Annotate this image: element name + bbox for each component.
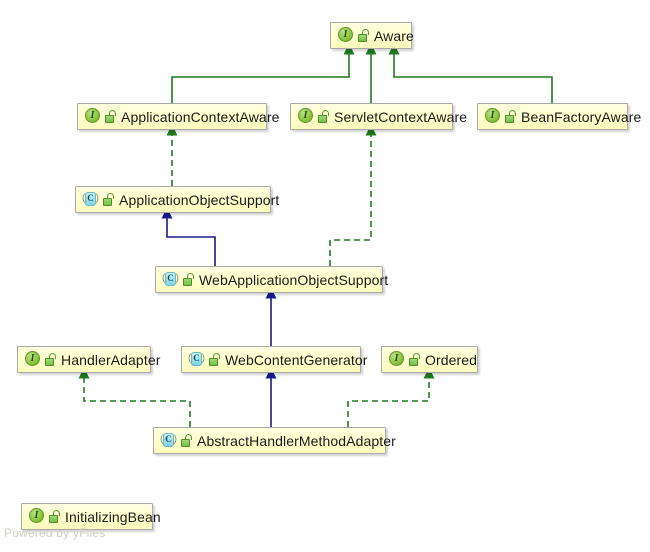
interface-icon: I [298, 108, 315, 125]
lock-shackle [322, 109, 329, 116]
lock-shackle [362, 28, 369, 35]
class-icon-paren-left: ( [188, 352, 192, 364]
lock-body [183, 277, 192, 286]
lock-body [49, 514, 58, 523]
lock-body [181, 438, 190, 447]
edge-extends-beanfactoryaware-to-aware [388, 43, 553, 103]
uml-node-aware[interactable]: I Aware [330, 22, 414, 49]
class-glyph: C [163, 432, 174, 447]
class-icon-paren-left: ( [82, 192, 86, 204]
lock-body [318, 114, 327, 123]
class-glyph-wrap: (C) [188, 351, 205, 366]
uml-node-beanfactoryaware[interactable]: I BeanFactoryAware [477, 103, 641, 130]
interface-icon: I [485, 108, 502, 125]
public-lock-icon [505, 109, 517, 124]
uml-node-ordered[interactable]: I Ordered [381, 346, 478, 373]
uml-node-initializingbean[interactable]: I InitializingBean [21, 503, 161, 530]
uml-node-label: BeanFactoryAware [521, 108, 642, 125]
class-icon: (C) [188, 351, 206, 368]
interface-glyph: I [389, 351, 404, 366]
public-lock-icon [45, 352, 57, 367]
public-lock-icon [103, 192, 115, 207]
class-glyph-wrap: (C) [162, 271, 179, 286]
public-lock-icon [209, 352, 221, 367]
public-lock-icon [409, 352, 421, 367]
lock-body [505, 114, 514, 123]
uml-node-appctxaware[interactable]: I ApplicationContextAware [77, 103, 279, 130]
uml-node-label: ApplicationContextAware [121, 108, 280, 125]
interface-icon: I [85, 108, 102, 125]
edge-implements-abstracthma-to-handleradapter [78, 367, 191, 427]
lock-shackle [509, 109, 516, 116]
class-icon-paren-right: ) [175, 272, 179, 284]
uml-node-webappobjsupport[interactable]: (C) WebApplicationObjectSupport [155, 266, 388, 293]
class-glyph: C [85, 191, 96, 206]
public-lock-icon [358, 28, 370, 43]
class-icon: (C) [82, 191, 100, 208]
lock-shackle [53, 509, 60, 516]
class-icon-paren-right: ) [95, 192, 99, 204]
uml-node-label: Ordered [425, 351, 478, 368]
interface-icon: I [29, 508, 46, 525]
interface-glyph: I [298, 108, 313, 123]
edge-extends-appctxaware-to-aware [171, 43, 355, 103]
class-icon: (C) [162, 271, 180, 288]
uml-node-label: ApplicationObjectSupport [119, 191, 280, 208]
public-lock-icon [181, 433, 193, 448]
interface-icon: I [389, 351, 406, 368]
interface-icon: I [25, 351, 42, 368]
uml-node-abstracthma[interactable]: (C) AbstractHandlerMethodAdapter [153, 427, 396, 454]
interface-glyph: I [338, 27, 353, 42]
public-lock-icon [49, 509, 61, 524]
class-icon-paren-right: ) [173, 433, 177, 445]
class-glyph: C [165, 271, 176, 286]
uml-node-label: AbstractHandlerMethodAdapter [197, 432, 396, 449]
lock-body [358, 33, 367, 42]
edge-implements-abstracthma-to-ordered [347, 367, 435, 427]
lock-body [105, 114, 114, 123]
public-lock-icon [318, 109, 330, 124]
interface-glyph: I [485, 108, 500, 123]
lock-shackle [185, 433, 192, 440]
class-icon: (C) [160, 432, 178, 449]
uml-node-label: HandlerAdapter [61, 351, 161, 368]
interface-glyph: I [85, 108, 100, 123]
lock-body [45, 357, 54, 366]
class-glyph: C [191, 351, 202, 366]
interface-glyph: I [29, 508, 44, 523]
public-lock-icon [183, 272, 195, 287]
interface-icon: I [338, 27, 355, 44]
lock-body [209, 357, 218, 366]
uml-node-label: WebApplicationObjectSupport [199, 271, 389, 288]
lock-shackle [49, 352, 56, 359]
uml-node-servletctxaware[interactable]: I ServletContextAware [290, 103, 467, 130]
uml-node-webcontentgen[interactable]: (C) WebContentGenerator [181, 346, 367, 373]
edge-extends-webappobjsupport-to-appobjsupport [161, 207, 216, 266]
lock-body [409, 357, 418, 366]
class-glyph-wrap: (C) [82, 191, 99, 206]
class-icon-paren-right: ) [201, 352, 205, 364]
uml-node-label: Aware [374, 27, 414, 44]
class-glyph-wrap: (C) [160, 432, 177, 447]
uml-node-label: InitializingBean [65, 508, 161, 525]
class-icon-paren-left: ( [162, 272, 166, 284]
edge-implements-webappobjsupport-to-servletctxaware [329, 124, 377, 266]
lock-body [103, 197, 112, 206]
lock-shackle [107, 192, 114, 199]
interface-glyph: I [25, 351, 40, 366]
uml-node-appobjsupport[interactable]: (C) ApplicationObjectSupport [75, 186, 279, 213]
lock-shackle [413, 352, 420, 359]
uml-node-label: WebContentGenerator [225, 351, 368, 368]
uml-node-label: ServletContextAware [334, 108, 468, 125]
class-icon-paren-left: ( [160, 433, 164, 445]
lock-shackle [109, 109, 116, 116]
lock-shackle [213, 352, 220, 359]
public-lock-icon [105, 109, 117, 124]
yfiles-watermark: Powered by yFiles [4, 526, 106, 540]
lock-shackle [187, 272, 194, 279]
uml-node-handleradapter[interactable]: I HandlerAdapter [17, 346, 160, 373]
